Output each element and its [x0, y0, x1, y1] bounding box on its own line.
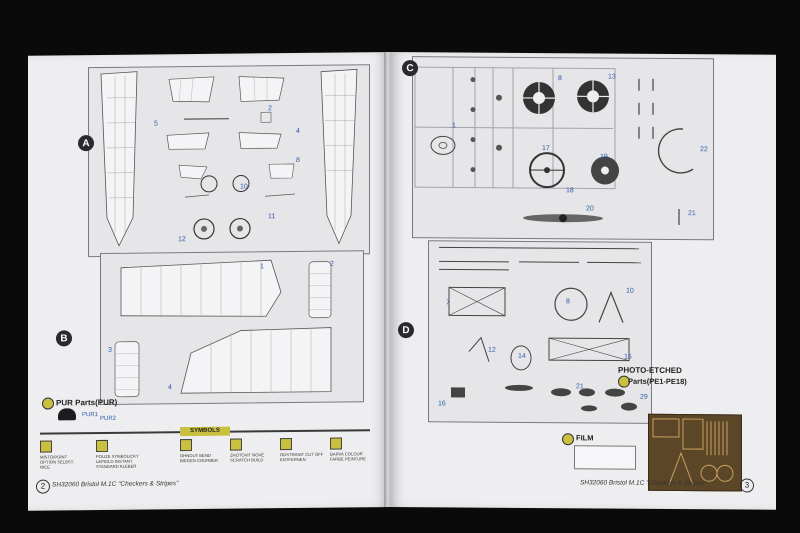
film-sheet	[574, 445, 636, 470]
part-number: 21	[576, 383, 584, 391]
part-number: 1	[260, 263, 264, 271]
part-number: 17	[542, 145, 550, 153]
glue-icon	[96, 439, 108, 453]
sprue-a	[88, 64, 370, 258]
part-number: 2	[268, 105, 272, 113]
right-page: C 1 8 13 17 18 19 20 21 22	[390, 52, 776, 510]
warning-icon	[42, 397, 54, 410]
page-footer-right: SH32060 Bristol M.1C "Checkers & Stripes…	[580, 479, 707, 488]
part-number: 4	[296, 127, 300, 135]
symbol-text: Ohnout bend biegen courber	[180, 452, 218, 464]
part-number: 2	[330, 260, 334, 268]
part-number: 7	[446, 299, 450, 307]
page-number-right: 3	[740, 478, 754, 493]
film-title: FILM	[576, 433, 594, 443]
sprue-b	[100, 250, 364, 406]
scratch-build-icon	[230, 438, 242, 451]
symbol-text: Pouze symbolicky lepidlo instant standar…	[96, 453, 139, 470]
part-number: 10	[626, 287, 634, 295]
page-footer-left: SH32060 Bristol M.1C "Checkers & Stripes…	[52, 480, 179, 489]
symbol-text: Místo/Point Option Selbst-nice	[40, 454, 75, 470]
section-marker-b: B	[56, 330, 72, 347]
pur-parts-title: PUR Parts(PUR)	[56, 397, 118, 408]
photo-etched-fret	[648, 413, 742, 492]
part-number: 20	[586, 205, 594, 213]
part-number: 13	[608, 73, 616, 81]
part-number: 29	[640, 393, 648, 401]
sprue-c-drawing	[414, 66, 694, 226]
bend-icon	[180, 439, 192, 452]
symbol-text: Barva colour farbe peinture	[330, 451, 367, 462]
pur-label: PUR2	[100, 415, 117, 423]
part-number: 8	[296, 156, 300, 164]
photo-etched-subtitle: Parts(PE1-PE18)	[628, 376, 687, 387]
part-number: 4	[168, 384, 172, 392]
instruction-booklet: A 5 2 10 11 12 13 4 8	[28, 52, 776, 511]
part-number: 1	[452, 122, 456, 130]
sprue-c	[412, 56, 714, 241]
colour-icon	[330, 437, 342, 450]
pur-part-cowling	[58, 408, 76, 421]
symbol-glue: Pouze symbolicky lepidlo instant standar…	[96, 439, 140, 474]
sprue-d-drawing	[439, 246, 641, 412]
pur-label: PUR1	[82, 412, 99, 419]
section-marker-c: C	[402, 60, 418, 77]
part-number: 5	[154, 120, 158, 128]
part-number: 8	[558, 75, 562, 83]
booklet-spine	[384, 52, 394, 507]
photo-etched-drawing	[652, 418, 734, 486]
part-number: 10	[240, 183, 248, 191]
warning-icon	[562, 433, 574, 446]
part-number: 21	[688, 210, 696, 218]
symbol-cut-off: Odstranit cut off Entfernen	[280, 438, 324, 472]
symbols-legend: SYMBOLS Místo/Point Option Selbst-nice P…	[40, 426, 370, 477]
part-number: 18	[566, 187, 574, 195]
page-number-left: 2	[36, 479, 50, 494]
section-marker-a: A	[78, 135, 94, 152]
part-number: 3	[108, 346, 112, 354]
photo-etched-title: PHOTO-ETCHED	[618, 365, 682, 376]
symbol-text: Zhotovit nové scratch build	[230, 452, 265, 463]
part-number: 11	[268, 213, 276, 221]
part-number: 22	[700, 146, 708, 154]
section-marker-d: D	[398, 322, 414, 339]
symbols-title: SYMBOLS	[180, 426, 230, 437]
part-number: 12	[178, 236, 186, 244]
part-number: 12	[488, 346, 496, 354]
part-number: 16	[438, 400, 446, 408]
symbol-bend: Ohnout bend biegen courber	[180, 439, 224, 473]
symbol-scratch-build: Zhotovit nové scratch build	[230, 438, 274, 472]
part-number: 14	[518, 352, 526, 360]
cut-off-icon	[280, 438, 292, 451]
sprue-d	[428, 240, 652, 424]
part-number: 15	[624, 353, 632, 361]
option-icon	[40, 440, 52, 453]
symbol-colour: Barva colour farbe peinture	[330, 437, 374, 471]
symbol-text: Odstranit cut off Entfernen	[280, 451, 324, 463]
part-number: 19	[600, 153, 608, 161]
sprue-b-drawing	[114, 259, 332, 398]
symbol-option: Místo/Point Option Selbst-nice	[40, 440, 84, 474]
left-page: A 5 2 10 11 12 13 4 8	[28, 52, 388, 511]
part-number: 8	[566, 298, 570, 306]
sprue-a-drawing	[100, 68, 358, 247]
